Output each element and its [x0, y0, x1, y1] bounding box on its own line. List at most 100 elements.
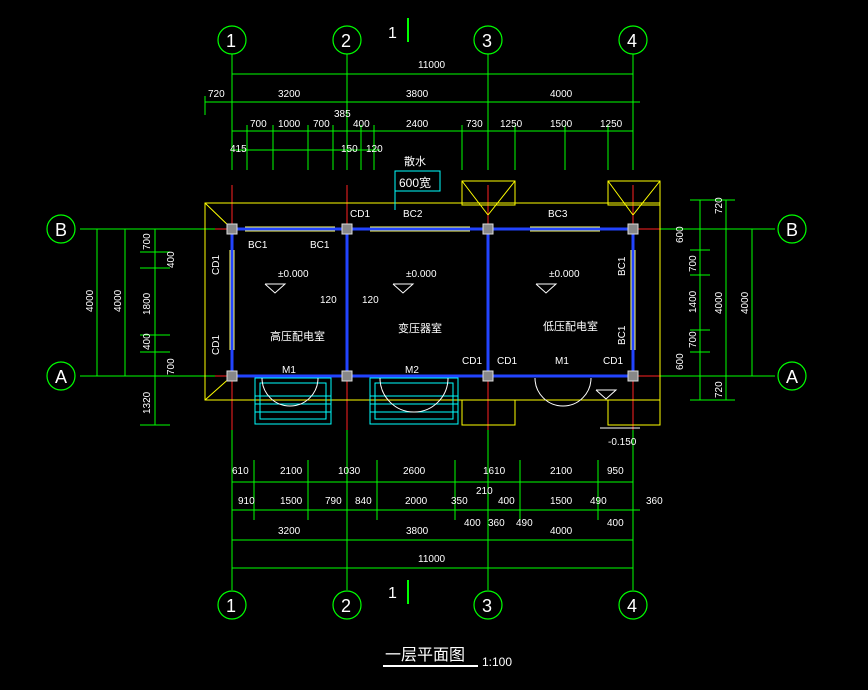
dim-bottom-r2-1: 1500 [280, 496, 303, 507]
dim-top-r2-0: 700 [250, 119, 267, 130]
dim-bottom-r3-1: 360 [488, 518, 505, 529]
dim-left-0: 4000 [85, 289, 96, 312]
dim-bottom-r3-2: 490 [516, 518, 533, 529]
dim-bottom-r2-8: 1500 [550, 496, 573, 507]
window-label-cd1-left-a: CD1 [211, 255, 222, 275]
dim-top-r2-8: 1500 [550, 119, 573, 130]
dim-bottom-r2-4: 2000 [405, 496, 428, 507]
dim-bottom-r2-2: 790 [325, 496, 342, 507]
drain-width-label: 600宽 [399, 175, 431, 190]
section-mark-bottom: 1 [388, 585, 397, 602]
axis-label-4-top: 4 [627, 31, 637, 51]
axis-label-2-top: 2 [341, 31, 351, 51]
dim-right-0: 720 [714, 197, 725, 214]
dim-right-3: 1400 [688, 290, 699, 313]
dim-top-bay-2: 3800 [406, 89, 429, 100]
dim-bottom-r1-1: 2100 [280, 466, 303, 477]
axis-label-3-top: 3 [482, 31, 492, 51]
window-label-bc1-right-a: BC1 [617, 256, 628, 276]
dim-bottom-r1-5: 2100 [550, 466, 573, 477]
axis-label-a-right: A [786, 367, 798, 387]
dim-right-7: 4000 [714, 291, 725, 314]
dim-left-3: 400 [166, 251, 177, 268]
axis-label-2-bottom: 2 [341, 596, 351, 616]
dim-bottom-r1-4: 1610 [483, 466, 506, 477]
drawing-scale: 1:100 [482, 655, 512, 669]
dim-right-2: 700 [688, 255, 699, 272]
window-label-cd1-top: CD1 [350, 209, 370, 220]
door-window-label-cd1-2: CD1 [497, 356, 517, 367]
dim-right-5: 600 [675, 353, 686, 370]
level-label-2: ±0.000 [406, 269, 437, 280]
window-label-bc1-a: BC1 [248, 240, 268, 251]
dim-right-8: 4000 [740, 291, 751, 314]
dim-top-total: 11000 [418, 60, 446, 71]
axis-label-a-left: A [55, 367, 67, 387]
grid-lines [180, 185, 690, 430]
dim-bottom-r2-3: 840 [355, 496, 372, 507]
level-markers [264, 283, 640, 429]
window-label-bc1-b: BC1 [310, 240, 330, 251]
walls [230, 227, 635, 378]
axis-label-4-bottom: 4 [627, 596, 637, 616]
dim-top-r3-2: 120 [366, 144, 383, 155]
dim-bottom-bay-2: 3800 [406, 526, 429, 537]
window-label-bc1-right-b: BC1 [617, 325, 628, 345]
door-label-m1-right: M1 [555, 356, 569, 367]
dim-bottom-r2-10: 360 [646, 496, 663, 507]
wall-dim-left: 120 [320, 295, 337, 306]
dim-bottom-bay-3: 4000 [550, 526, 573, 537]
door-label-m2: M2 [405, 365, 419, 376]
dim-right-1: 600 [675, 226, 686, 243]
dim-bottom-r2-7: 400 [498, 496, 515, 507]
dim-left-7: 1320 [142, 391, 153, 414]
dim-bottom-r1-2: 1030 [338, 466, 361, 477]
dim-bottom-r1-0: 610 [232, 466, 249, 477]
room-label-low-voltage: 低压配电室 [543, 319, 598, 333]
dim-left-5: 400 [142, 333, 153, 350]
axis-label-1-bottom: 1 [226, 596, 236, 616]
dim-left-1: 4000 [113, 289, 124, 312]
window-label-cd1-left-b: CD1 [211, 335, 222, 355]
window-label-bc2: BC2 [403, 209, 423, 220]
dim-left-2: 700 [142, 233, 153, 250]
drain-label: 散水 [404, 154, 426, 168]
dim-bottom-bay-1: 3200 [278, 526, 301, 537]
door-window-label-cd1-3: CD1 [603, 356, 623, 367]
window-label-bc3: BC3 [548, 209, 568, 220]
door-label-m1-left: M1 [282, 365, 296, 376]
dim-top-r2-2: 700 [313, 119, 330, 130]
dim-top-r2-3: 385 [334, 109, 351, 120]
dim-top-left-offset: 720 [208, 89, 225, 100]
dim-bottom-r3-0: 400 [464, 518, 481, 529]
dim-left-4: 1800 [142, 292, 153, 315]
dim-top-r2-5: 2400 [406, 119, 429, 130]
dim-left-6: 700 [166, 358, 177, 375]
dim-top-r3-0: 415 [230, 144, 247, 155]
level-label-1: ±0.000 [278, 269, 309, 280]
axis-label-3-bottom: 3 [482, 596, 492, 616]
dim-bottom-r1-3: 2600 [403, 466, 426, 477]
drawing-title: 一层平面图 [385, 647, 465, 664]
dim-right-4: 700 [688, 331, 699, 348]
dim-top-r2-1: 1000 [278, 119, 301, 130]
room-label-high-voltage: 高压配电室 [270, 329, 325, 343]
dim-bottom-r2-5: 350 [451, 496, 468, 507]
entrance-steps [254, 377, 459, 425]
section-mark-top: 1 [388, 25, 397, 42]
axis-label-b-left: B [55, 220, 67, 240]
door-window-label-cd1-1: CD1 [462, 356, 482, 367]
door-swings [261, 377, 592, 413]
dim-top-r2-7: 1250 [500, 119, 523, 130]
dim-bottom-r3-3: 400 [607, 518, 624, 529]
room-label-transformer: 变压器室 [398, 321, 442, 335]
dim-top-bay-1: 3200 [278, 89, 301, 100]
dim-top-r2-4: 400 [353, 119, 370, 130]
axis-label-1-top: 1 [226, 31, 236, 51]
wall-dim-right: 120 [362, 295, 379, 306]
dim-top-r2-9: 1250 [600, 119, 623, 130]
axis-label-b-right: B [786, 220, 798, 240]
dim-bottom-r2-9: 490 [590, 496, 607, 507]
dim-bottom-r2-0: 910 [238, 496, 255, 507]
